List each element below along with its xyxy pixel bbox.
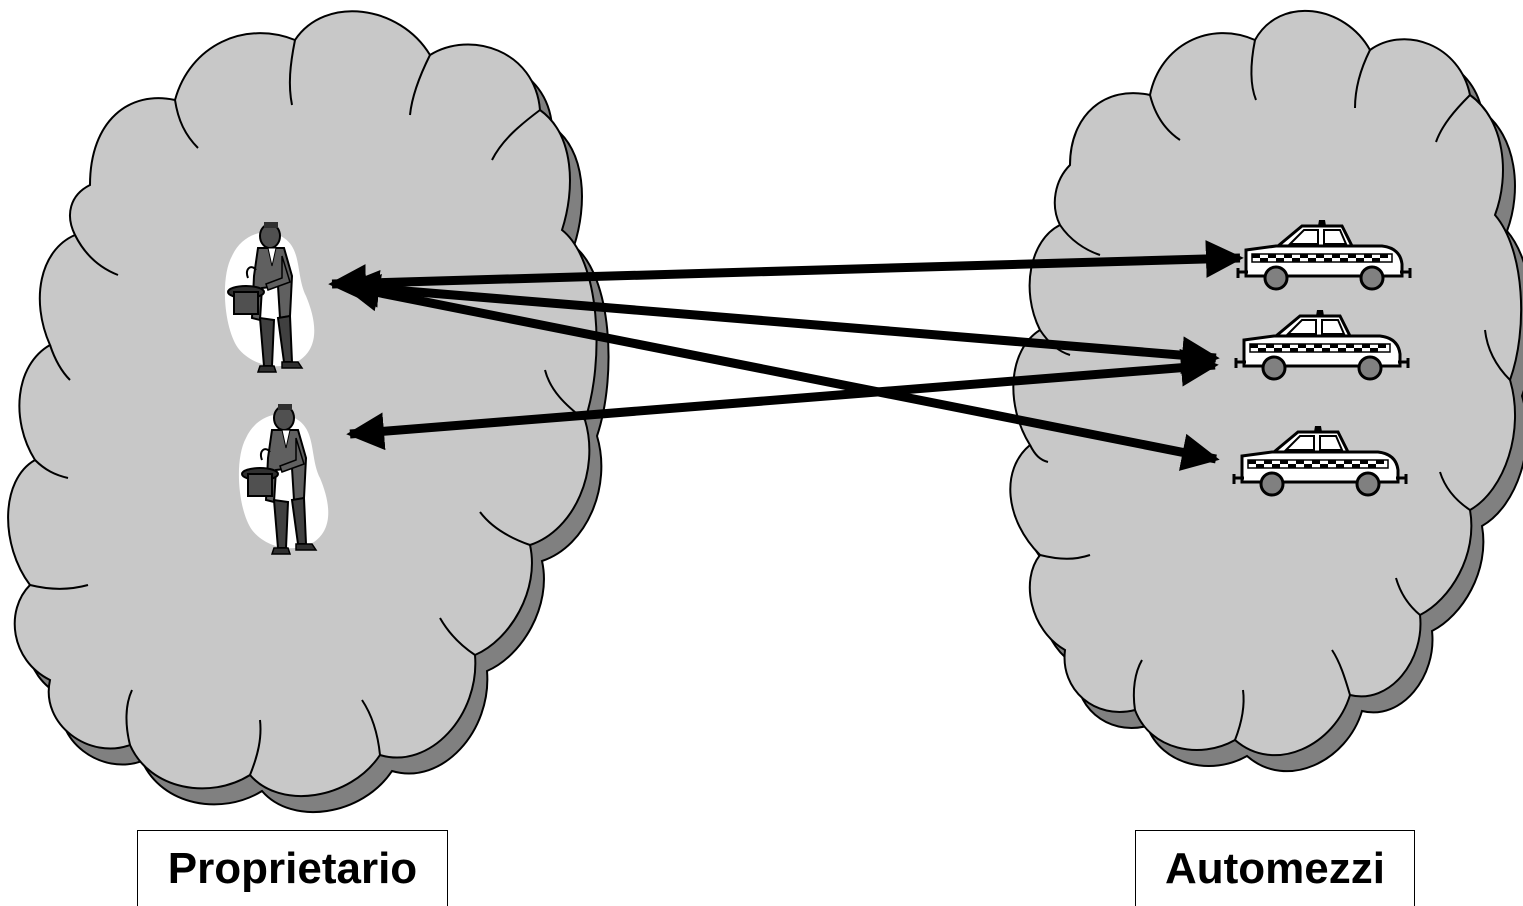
entity-label-proprietario: Proprietario [137,830,448,906]
cloud-body-left [7,10,598,797]
entity-label-automezzi: Automezzi [1135,830,1415,906]
arrow-owner2-taxi2 [346,348,1219,451]
relationship-arrows [328,240,1244,471]
cloud-body-right [1009,9,1523,757]
cloud-proprietario [7,10,610,813]
cloud-automezzi [1009,9,1523,773]
